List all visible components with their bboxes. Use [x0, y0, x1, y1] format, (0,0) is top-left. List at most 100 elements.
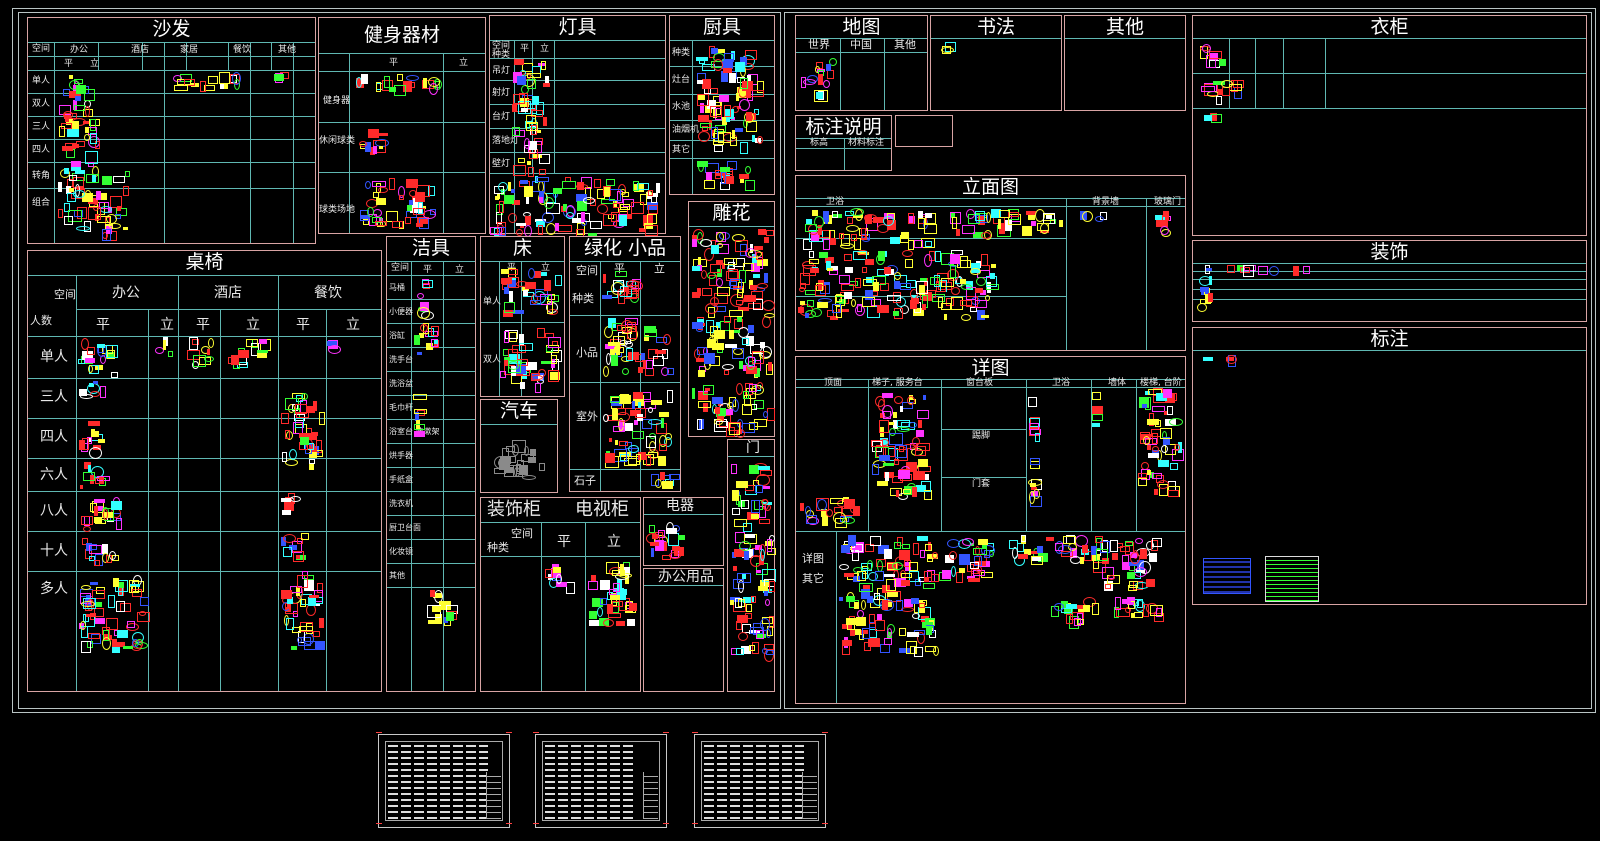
- cad-symbol: [538, 153, 550, 164]
- cad-symbol: [746, 335, 755, 346]
- cad-symbol: [593, 178, 601, 188]
- cad-symbol: [78, 439, 85, 450]
- cad-symbol: [839, 274, 851, 284]
- cad-symbol: [668, 473, 680, 480]
- cad-symbols[interactable]: [728, 440, 776, 691]
- cad-symbols[interactable]: [1193, 241, 1586, 321]
- cad-symbol: [122, 645, 133, 649]
- cad-symbol: [949, 253, 960, 264]
- cad-symbols[interactable]: [28, 251, 381, 691]
- cad-symbol: [1151, 473, 1162, 480]
- cad-symbol: [287, 403, 295, 413]
- cad-symbols[interactable]: [387, 237, 475, 691]
- cad-symbol: [738, 307, 750, 312]
- cad-symbol: [889, 433, 904, 446]
- cad-symbol: [88, 556, 95, 562]
- elevation-title: 立面图: [961, 176, 1019, 198]
- green-side: 种类: [572, 292, 594, 305]
- cad-symbol: [521, 368, 527, 379]
- cad-symbol: [821, 282, 831, 286]
- sanitary-row-line: [387, 587, 475, 588]
- elevation-col-bath: 卫浴: [826, 197, 845, 207]
- cad-symbol: [288, 448, 297, 460]
- cad-symbols[interactable]: [28, 18, 315, 243]
- cad-symbols[interactable]: [796, 176, 1185, 350]
- cad-symbol: [534, 219, 546, 223]
- cad-symbol: [526, 72, 541, 78]
- cad-symbol: [980, 315, 989, 319]
- sanitary-row-label: 洗浴盆: [389, 379, 413, 388]
- cad-symbol: [723, 257, 737, 265]
- cad-symbols[interactable]: [670, 16, 774, 194]
- sheet-corner-mark: [822, 823, 828, 830]
- cad-symbol: [728, 422, 740, 435]
- annotation-sample-table[interactable]: [1265, 556, 1319, 602]
- cad-symbol: [417, 292, 425, 299]
- cad-symbols[interactable]: [570, 237, 680, 491]
- cad-symbol: [763, 411, 769, 419]
- cad-symbol: [362, 218, 369, 225]
- cad-symbol: [648, 524, 655, 533]
- cad-symbols[interactable]: [1193, 16, 1586, 235]
- cad-symbol: [1135, 538, 1144, 544]
- cad-symbols[interactable]: [796, 357, 1185, 703]
- title-sheet-1[interactable]: [376, 732, 512, 828]
- cad-symbol: [609, 438, 613, 443]
- cad-symbols-gray[interactable]: [481, 400, 557, 492]
- cad-symbol: [660, 366, 669, 376]
- cad-symbol: [861, 600, 867, 611]
- cad-symbols[interactable]: [490, 16, 665, 238]
- cad-symbol: [294, 404, 307, 415]
- cad-symbols[interactable]: [931, 16, 1061, 110]
- cad-symbol: [1129, 551, 1140, 564]
- annotation-sample-blue[interactable]: [1203, 558, 1251, 594]
- cad-symbol: [884, 638, 893, 646]
- cad-symbol: [817, 301, 829, 308]
- title-sheet-row: [545, 799, 635, 801]
- cad-symbol: [855, 304, 866, 316]
- sanitary-row-label: 其他: [389, 571, 405, 580]
- cad-symbol: [92, 431, 99, 438]
- cad-symbol: [319, 617, 325, 628]
- cad-symbol: [912, 543, 919, 556]
- cad-symbols[interactable]: [319, 18, 485, 233]
- cad-symbol: [534, 271, 542, 279]
- cad-symbol: [697, 115, 709, 123]
- cad-symbols[interactable]: [644, 498, 723, 565]
- cad-symbol: [710, 47, 718, 54]
- cad-symbol: [876, 481, 888, 487]
- cad-symbol: [646, 455, 652, 466]
- title-sheet-row: [388, 799, 488, 801]
- cad-symbol: [428, 620, 440, 625]
- cad-symbol: [406, 179, 419, 189]
- cad-symbol: [731, 489, 739, 501]
- annotation-note-sample[interactable]: [895, 115, 953, 147]
- cad-symbols[interactable]: [1193, 328, 1586, 604]
- car-title: 汽车: [499, 400, 538, 422]
- cad-symbol: [88, 365, 94, 373]
- cad-symbol: [581, 211, 586, 222]
- cad-symbol: [905, 259, 914, 269]
- cad-symbols[interactable]: [796, 16, 927, 110]
- cad-symbol: [543, 116, 548, 126]
- cad-symbol: [824, 220, 828, 224]
- cad-symbols[interactable]: [481, 498, 640, 691]
- cad-symbols[interactable]: [481, 237, 564, 396]
- cad-symbol: [75, 170, 86, 174]
- cad-symbol: [883, 212, 895, 219]
- title-sheet-row: [545, 781, 635, 783]
- cad-symbols[interactable]: [689, 202, 775, 438]
- cad-symbol: [62, 146, 74, 152]
- cad-symbol: [691, 235, 697, 240]
- cad-symbol: [518, 157, 526, 163]
- cad-symbol: [763, 585, 768, 596]
- title-sheet-2[interactable]: [533, 732, 669, 828]
- title-sheet-3[interactable]: [692, 732, 828, 830]
- cad-symbol: [303, 580, 314, 592]
- cad-symbol: [607, 612, 621, 618]
- cad-symbol: [434, 613, 442, 624]
- cad-symbol: [547, 336, 561, 348]
- cad-symbol: [531, 374, 544, 380]
- cad-symbol: [97, 343, 106, 348]
